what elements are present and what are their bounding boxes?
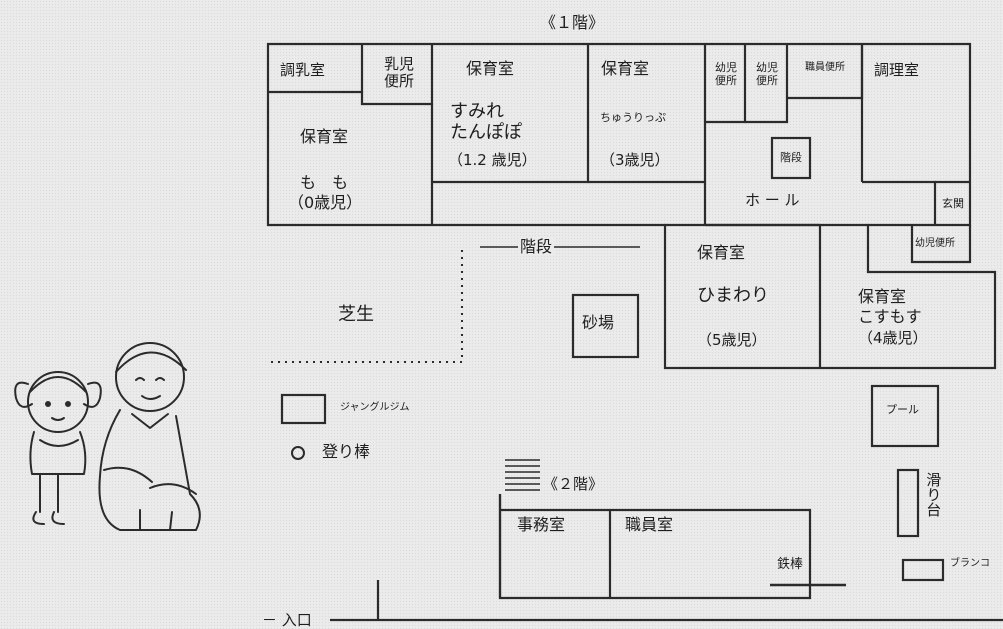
yard-nobori: 登り棒	[322, 442, 371, 461]
yard-sunaba: 砂場	[582, 313, 615, 332]
slide-box	[896, 468, 920, 538]
wall-yoji3	[910, 225, 972, 264]
room-churippu-name: 保育室	[601, 59, 650, 78]
children-illustration	[14, 342, 201, 531]
room-momo-name: 保育室	[300, 127, 349, 146]
floor1-title: 《１階》	[540, 13, 605, 32]
floor2-title: 《２階》	[543, 475, 604, 493]
room-shokuin: 職員室	[625, 515, 674, 534]
room-choyu: 調乳室	[280, 61, 326, 79]
room-shokuin-benjo: 職員便所	[805, 62, 845, 73]
stairs-2f	[505, 459, 540, 491]
yard-suberi: 滑り台	[924, 472, 943, 517]
woman-head	[115, 342, 185, 412]
room-genkan: 玄関	[942, 197, 964, 210]
yard-iriguchi: － 入口	[262, 611, 312, 629]
yard-jungle-gym: ジャングルジム	[340, 402, 410, 413]
buranko-box	[901, 558, 945, 582]
room-jimu: 事務室	[517, 515, 566, 534]
room-himawari-group: ひまわり	[697, 285, 769, 306]
lawn-boundary	[270, 250, 463, 363]
pool-box	[870, 384, 940, 448]
room-kosumosu-age: （4歳児）	[858, 329, 928, 347]
yard-kaidan: 階段	[518, 237, 555, 257]
room-momo-group: も も	[300, 173, 349, 192]
room-himawari-age: （5歳児）	[697, 331, 767, 349]
jungle-gym-box	[280, 393, 327, 425]
yard-pool: プール	[886, 403, 919, 416]
yard-buranko: ブランコ	[950, 558, 990, 569]
wall-nyuji	[360, 44, 434, 106]
building-outline	[266, 42, 997, 370]
room-himawari-name: 保育室	[697, 243, 746, 262]
room-churippu-age: （3歳児）	[600, 151, 670, 169]
room-sumire-age: （1.2 歳児）	[448, 151, 537, 169]
room-kaidan-small: 階段	[780, 151, 802, 164]
girl-head	[27, 371, 89, 433]
wall-kitchen-bottom	[862, 180, 937, 225]
room-nyuji-benjo: 乳児 便所	[383, 55, 414, 91]
small-stair-box	[770, 136, 812, 180]
wall-benjo2	[745, 44, 789, 124]
floor2-outline	[498, 494, 812, 600]
room-momo-age: （0歳児）	[288, 193, 363, 212]
room-hall: ホ ー ル	[745, 191, 800, 209]
sunaba-box	[571, 293, 640, 359]
room-kosumosu-name: 保育室	[858, 287, 907, 306]
room-churippu-group: ちゅうりっぷ	[600, 111, 666, 124]
room-kosumosu-group: こすもす	[858, 307, 922, 326]
nobori-circle	[291, 446, 305, 460]
room-sumire-name: 保育室	[466, 59, 515, 78]
room-sumire-group: すみれ たんぽぽ	[450, 101, 522, 143]
room-yoji-benjo2: 幼児 便所	[756, 61, 778, 87]
room-yoji-benjo1: 幼児 便所	[715, 61, 737, 87]
room-chori: 調理室	[874, 61, 920, 79]
yard-tetsubo: 鉄棒	[777, 557, 804, 572]
room-yoji-benjo3: 幼児便所	[915, 238, 955, 249]
yard-shiba: 芝生	[338, 304, 374, 325]
